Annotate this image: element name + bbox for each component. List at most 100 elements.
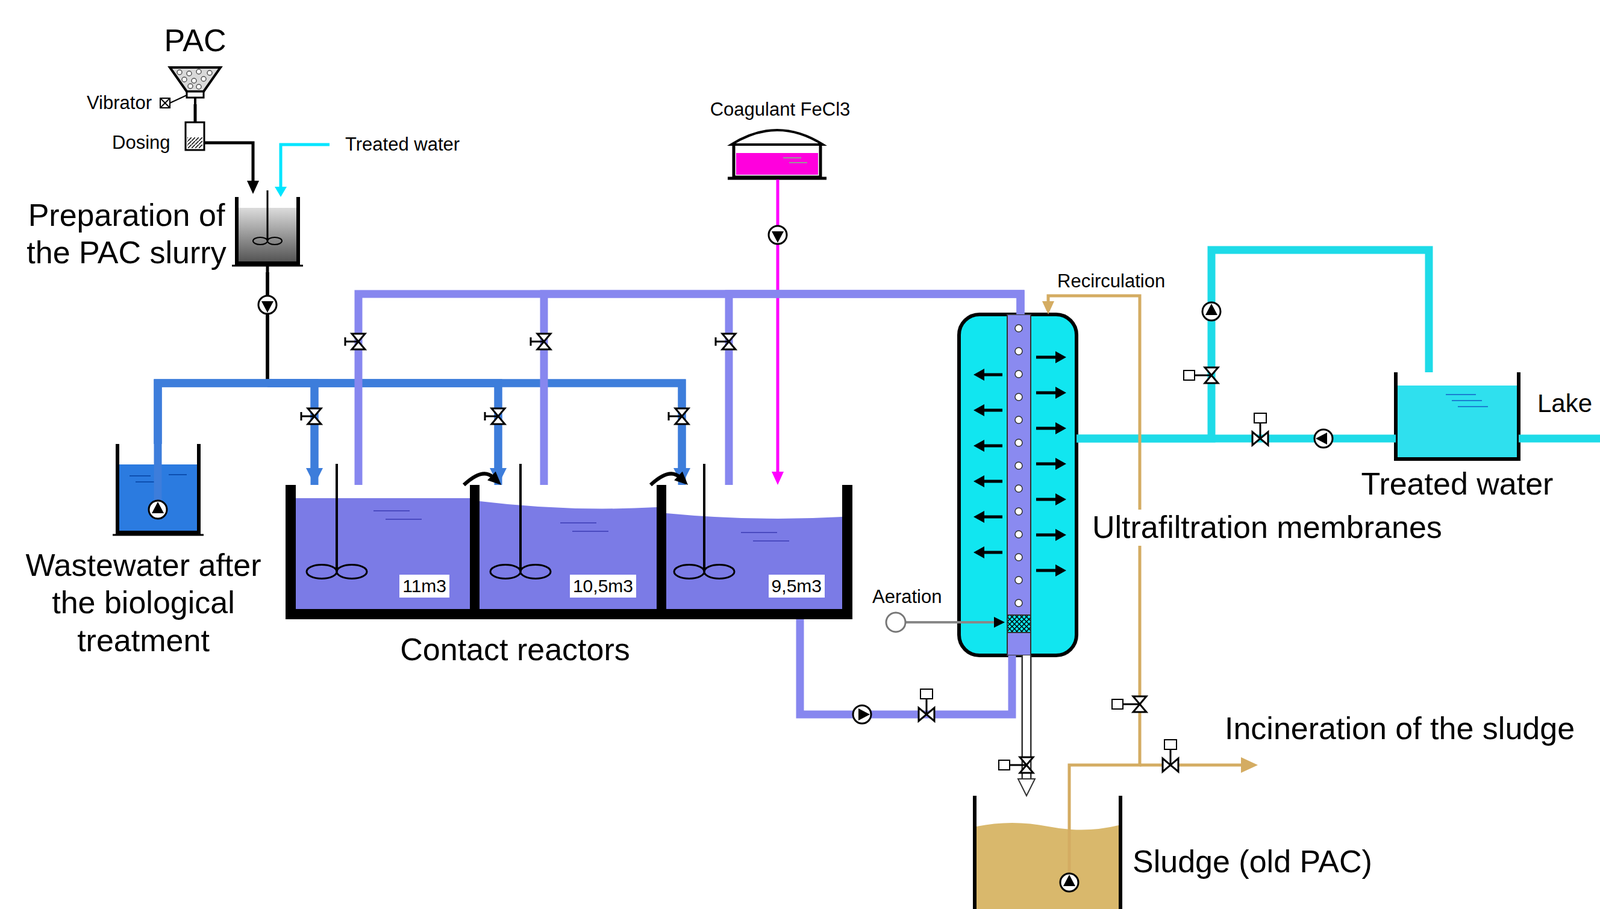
node-label: 11m3 (399, 574, 450, 598)
blower-symbol (886, 612, 906, 632)
pump-arrow (1205, 303, 1218, 316)
manual-valve (715, 333, 736, 350)
sludge-fill (976, 822, 1119, 909)
pump-arrow (1063, 874, 1076, 887)
ultrafiltration-membrane: Ultrafiltration membranes (959, 314, 1077, 656)
pump-symbol (1202, 302, 1221, 321)
pac-granules (177, 69, 213, 90)
valve-stem (1259, 422, 1262, 439)
pump-symbol (1314, 429, 1333, 448)
pump-symbol (768, 225, 787, 244)
hopper-ring (186, 91, 204, 98)
pipe-connector (267, 272, 507, 485)
slurry-outlet-stub (266, 263, 270, 274)
node-label-holder: 11m3 (399, 574, 450, 598)
component-label-holder: Aeration (872, 585, 942, 608)
incineration-arrowhead (1240, 757, 1258, 773)
pump-body (1202, 302, 1221, 321)
pump-body (1314, 429, 1333, 448)
arrowhead (1042, 301, 1055, 315)
component-label: Aeration (872, 585, 942, 608)
pac-hopper: PAC (157, 22, 233, 105)
pump-symbol (853, 705, 872, 724)
arrowhead (771, 471, 784, 485)
actuated-valve (1252, 413, 1269, 446)
pump-arrow (1315, 432, 1328, 445)
permeate-arrows (981, 357, 1057, 571)
valve-stem (1169, 749, 1172, 766)
wastewater-tank: Wastewater after the biological treatmen… (117, 443, 199, 533)
destination-label-holder: Lake (1537, 388, 1593, 419)
node-label-holder: 9,5m3 (768, 574, 825, 598)
pipe-line (157, 383, 499, 485)
pump-arrow (261, 301, 274, 313)
node-label: Coagulant FeCl3 (710, 98, 851, 121)
pump-symbol (1060, 873, 1079, 892)
node-label: 10,5m3 (569, 574, 637, 598)
node-label: PAC (163, 22, 226, 60)
dosing-screw (187, 137, 203, 149)
flow-label: Recirculation (1055, 269, 1167, 293)
actuated-valve (1183, 367, 1219, 384)
manual-valve (301, 408, 322, 425)
dosing-box (185, 122, 205, 150)
node-label-holder: Contact reactors (285, 631, 745, 669)
coagulant-tank: Coagulant FeCl3 (707, 98, 853, 180)
pipe-connector (157, 383, 499, 485)
water-feed-line (280, 144, 330, 188)
valve-actuator (1164, 739, 1177, 750)
aeration-arrowhead (993, 616, 1005, 628)
arrowhead (246, 180, 260, 194)
valve-stem (1122, 703, 1140, 706)
pipe-line (267, 383, 499, 470)
connector-line (266, 272, 270, 384)
arrowhead (674, 471, 688, 485)
treated-water-fill (1397, 385, 1517, 458)
coagulant-fill (736, 153, 819, 175)
overflow-arrow (650, 471, 688, 485)
actuated-valve (998, 757, 1034, 773)
contact-reactor: 10,5m3 (474, 484, 662, 620)
pipe-connector (157, 383, 682, 485)
coagulant-ripples (783, 157, 808, 163)
arrowhead (487, 471, 502, 485)
contact-reactors: Contact reactors 11m3 10,5m3 9,5m3 (285, 481, 853, 669)
connector-line (266, 272, 270, 384)
diffuser (1007, 615, 1031, 633)
wastewater-tank-base (112, 534, 204, 537)
node-label: Contact reactors (400, 631, 631, 669)
reactor-water (295, 498, 470, 610)
reactor-water (666, 513, 843, 610)
pump-symbol (148, 500, 167, 519)
membrane-tube-bottom (1007, 632, 1031, 656)
permeate-arrowheads (973, 351, 1067, 577)
connector-line (266, 272, 270, 384)
component-label: Vibrator (86, 91, 152, 114)
pump-arrow (858, 708, 870, 721)
node-label: Wastewater after the biological treatmen… (16, 546, 270, 660)
reactor-dividers (474, 484, 662, 610)
component-label-holder: Dosing (112, 131, 171, 154)
aeration-bubbles (1015, 324, 1023, 607)
water-ripples (1445, 394, 1488, 407)
overflow-arrow (463, 471, 502, 485)
mixer-blades (306, 565, 735, 579)
pipe-line (543, 293, 1021, 485)
arrowhead (1018, 778, 1035, 796)
destination-label: Incineration of the sludge (1224, 709, 1575, 747)
valve-handle (301, 412, 315, 421)
valve-handle (668, 412, 682, 421)
flow-label-holder: Recirculation (1055, 269, 1167, 293)
pump-body (258, 295, 277, 314)
node-label-holder: PAC (157, 22, 233, 60)
mixer-shafts (336, 463, 705, 572)
sludge-riser (1068, 795, 1072, 883)
valve-handle (530, 337, 544, 346)
water-ripples (373, 510, 790, 541)
pac-hopper (169, 67, 221, 92)
node-label: Ultrafiltration membranes (1088, 509, 1446, 546)
valve-stem (1194, 374, 1212, 377)
